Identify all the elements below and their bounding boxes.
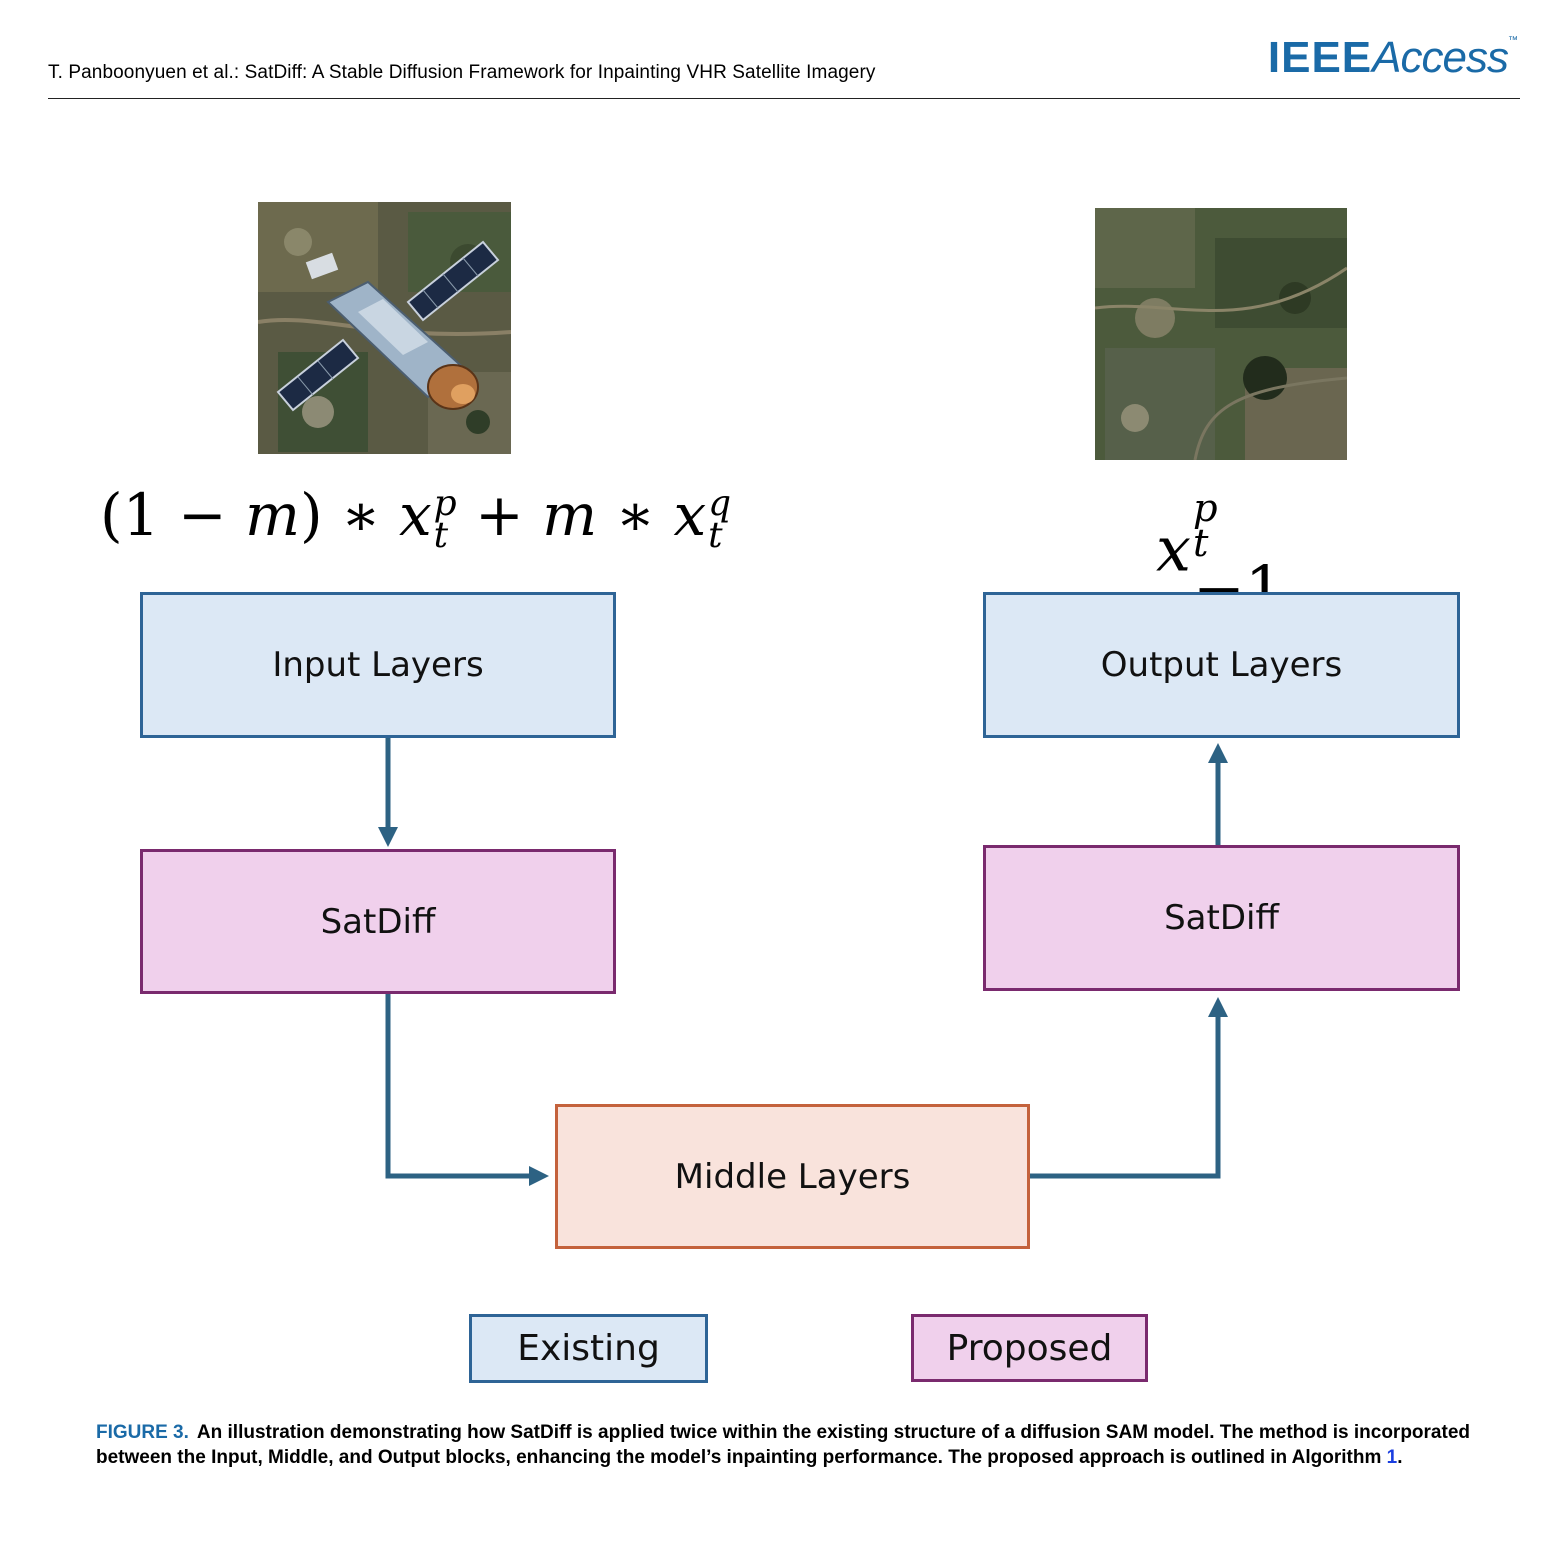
legend-existing: Existing (469, 1314, 708, 1383)
legend-existing-label: Existing (517, 1328, 660, 1369)
output-terrain-image (1095, 208, 1347, 460)
output-layers-block: Output Layers (983, 592, 1460, 738)
arrow-middle-to-satdiff (1030, 996, 1228, 1179)
satdiff-left-label: SatDiff (320, 901, 436, 942)
caption-end: . (1397, 1447, 1403, 1468)
middle-layers-block: Middle Layers (555, 1104, 1030, 1249)
legend-proposed-label: Proposed (946, 1327, 1113, 1369)
figure-label: FIGURE 3. (96, 1422, 189, 1443)
input-layers-block: Input Layers (140, 592, 616, 738)
figure-caption: FIGURE 3.An illustration demonstrating h… (96, 1420, 1476, 1470)
satdiff-right-block: SatDiff (983, 845, 1460, 991)
input-satellite-image (258, 202, 511, 454)
running-title: T. Panboonyuen et al.: SatDiff: A Stable… (48, 62, 876, 83)
middle-layers-label: Middle Layers (674, 1156, 911, 1197)
output-layers-label: Output Layers (1100, 645, 1343, 685)
satdiff-left-block: SatDiff (140, 849, 616, 994)
legend-proposed: Proposed (911, 1314, 1148, 1382)
algorithm-ref-link[interactable]: 1 (1386, 1447, 1398, 1468)
logo-ieee: IEEE (1267, 33, 1373, 82)
header-rule (48, 98, 1520, 99)
satdiff-right-label: SatDiff (1164, 898, 1279, 938)
logo-access: Access (1372, 33, 1509, 82)
arrow-satdiff-to-middle (385, 994, 550, 1186)
journal-logo: IEEEAccess™ (1267, 33, 1518, 82)
caption-text: An illustration demonstrating how SatDif… (96, 1422, 1470, 1468)
input-layers-label: Input Layers (272, 645, 484, 685)
